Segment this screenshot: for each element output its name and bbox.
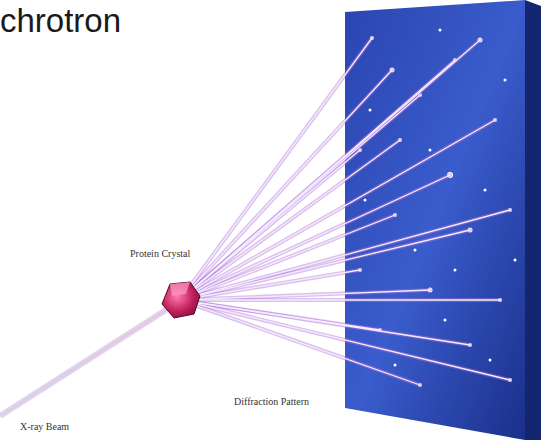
panel-side: [525, 0, 541, 440]
protein-crystal: [162, 282, 200, 318]
detector-panel: [345, 0, 525, 440]
diffracted-rays: [180, 38, 510, 385]
x-ray-beam: [0, 306, 172, 416]
beam-label: X-ray Beam: [18, 421, 71, 433]
pattern-label: Diffraction Pattern: [232, 396, 311, 408]
crystal-label: Protein Crystal: [128, 248, 192, 260]
slide-title-fragment: chrotron: [0, 2, 121, 40]
